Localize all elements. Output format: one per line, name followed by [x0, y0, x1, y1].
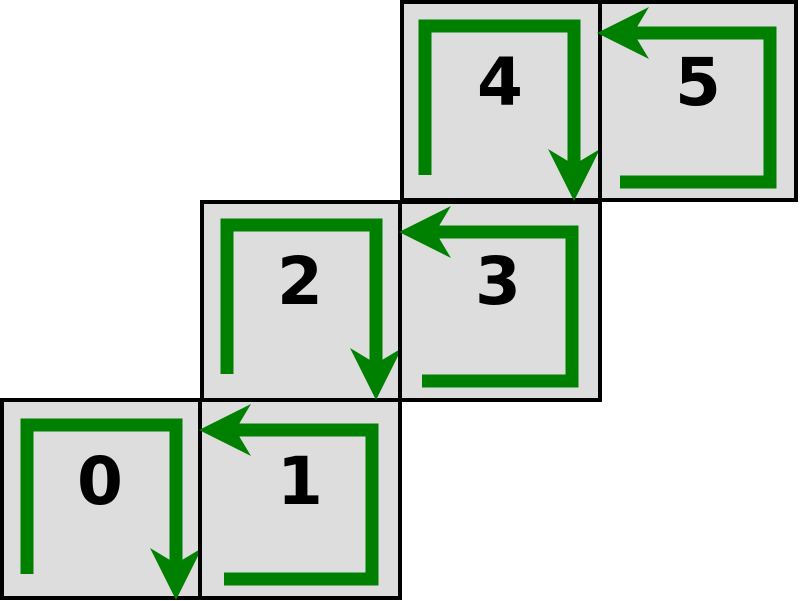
cell-0-label: 0 [77, 443, 123, 520]
cell-3: 3 [398, 200, 602, 402]
cell-5: 5 [597, 0, 798, 202]
cell-4-label: 4 [477, 44, 523, 121]
cell-5-arrow [597, 7, 777, 189]
cell-2-arrow [220, 218, 402, 400]
cell-2: 2 [200, 200, 402, 402]
cell-3-arrow [399, 206, 579, 388]
cell-2-label: 2 [277, 243, 323, 320]
cell-1-arrow [199, 404, 379, 586]
cell-5-label: 5 [675, 44, 721, 121]
cell-0-arrow [20, 418, 202, 600]
cell-0: 0 [0, 398, 202, 600]
cell-3-label: 3 [475, 243, 521, 320]
cell-1-label: 1 [277, 443, 323, 520]
cell-1: 1 [198, 398, 402, 600]
cell-4: 4 [400, 0, 602, 202]
cell-4-arrow [418, 19, 600, 201]
